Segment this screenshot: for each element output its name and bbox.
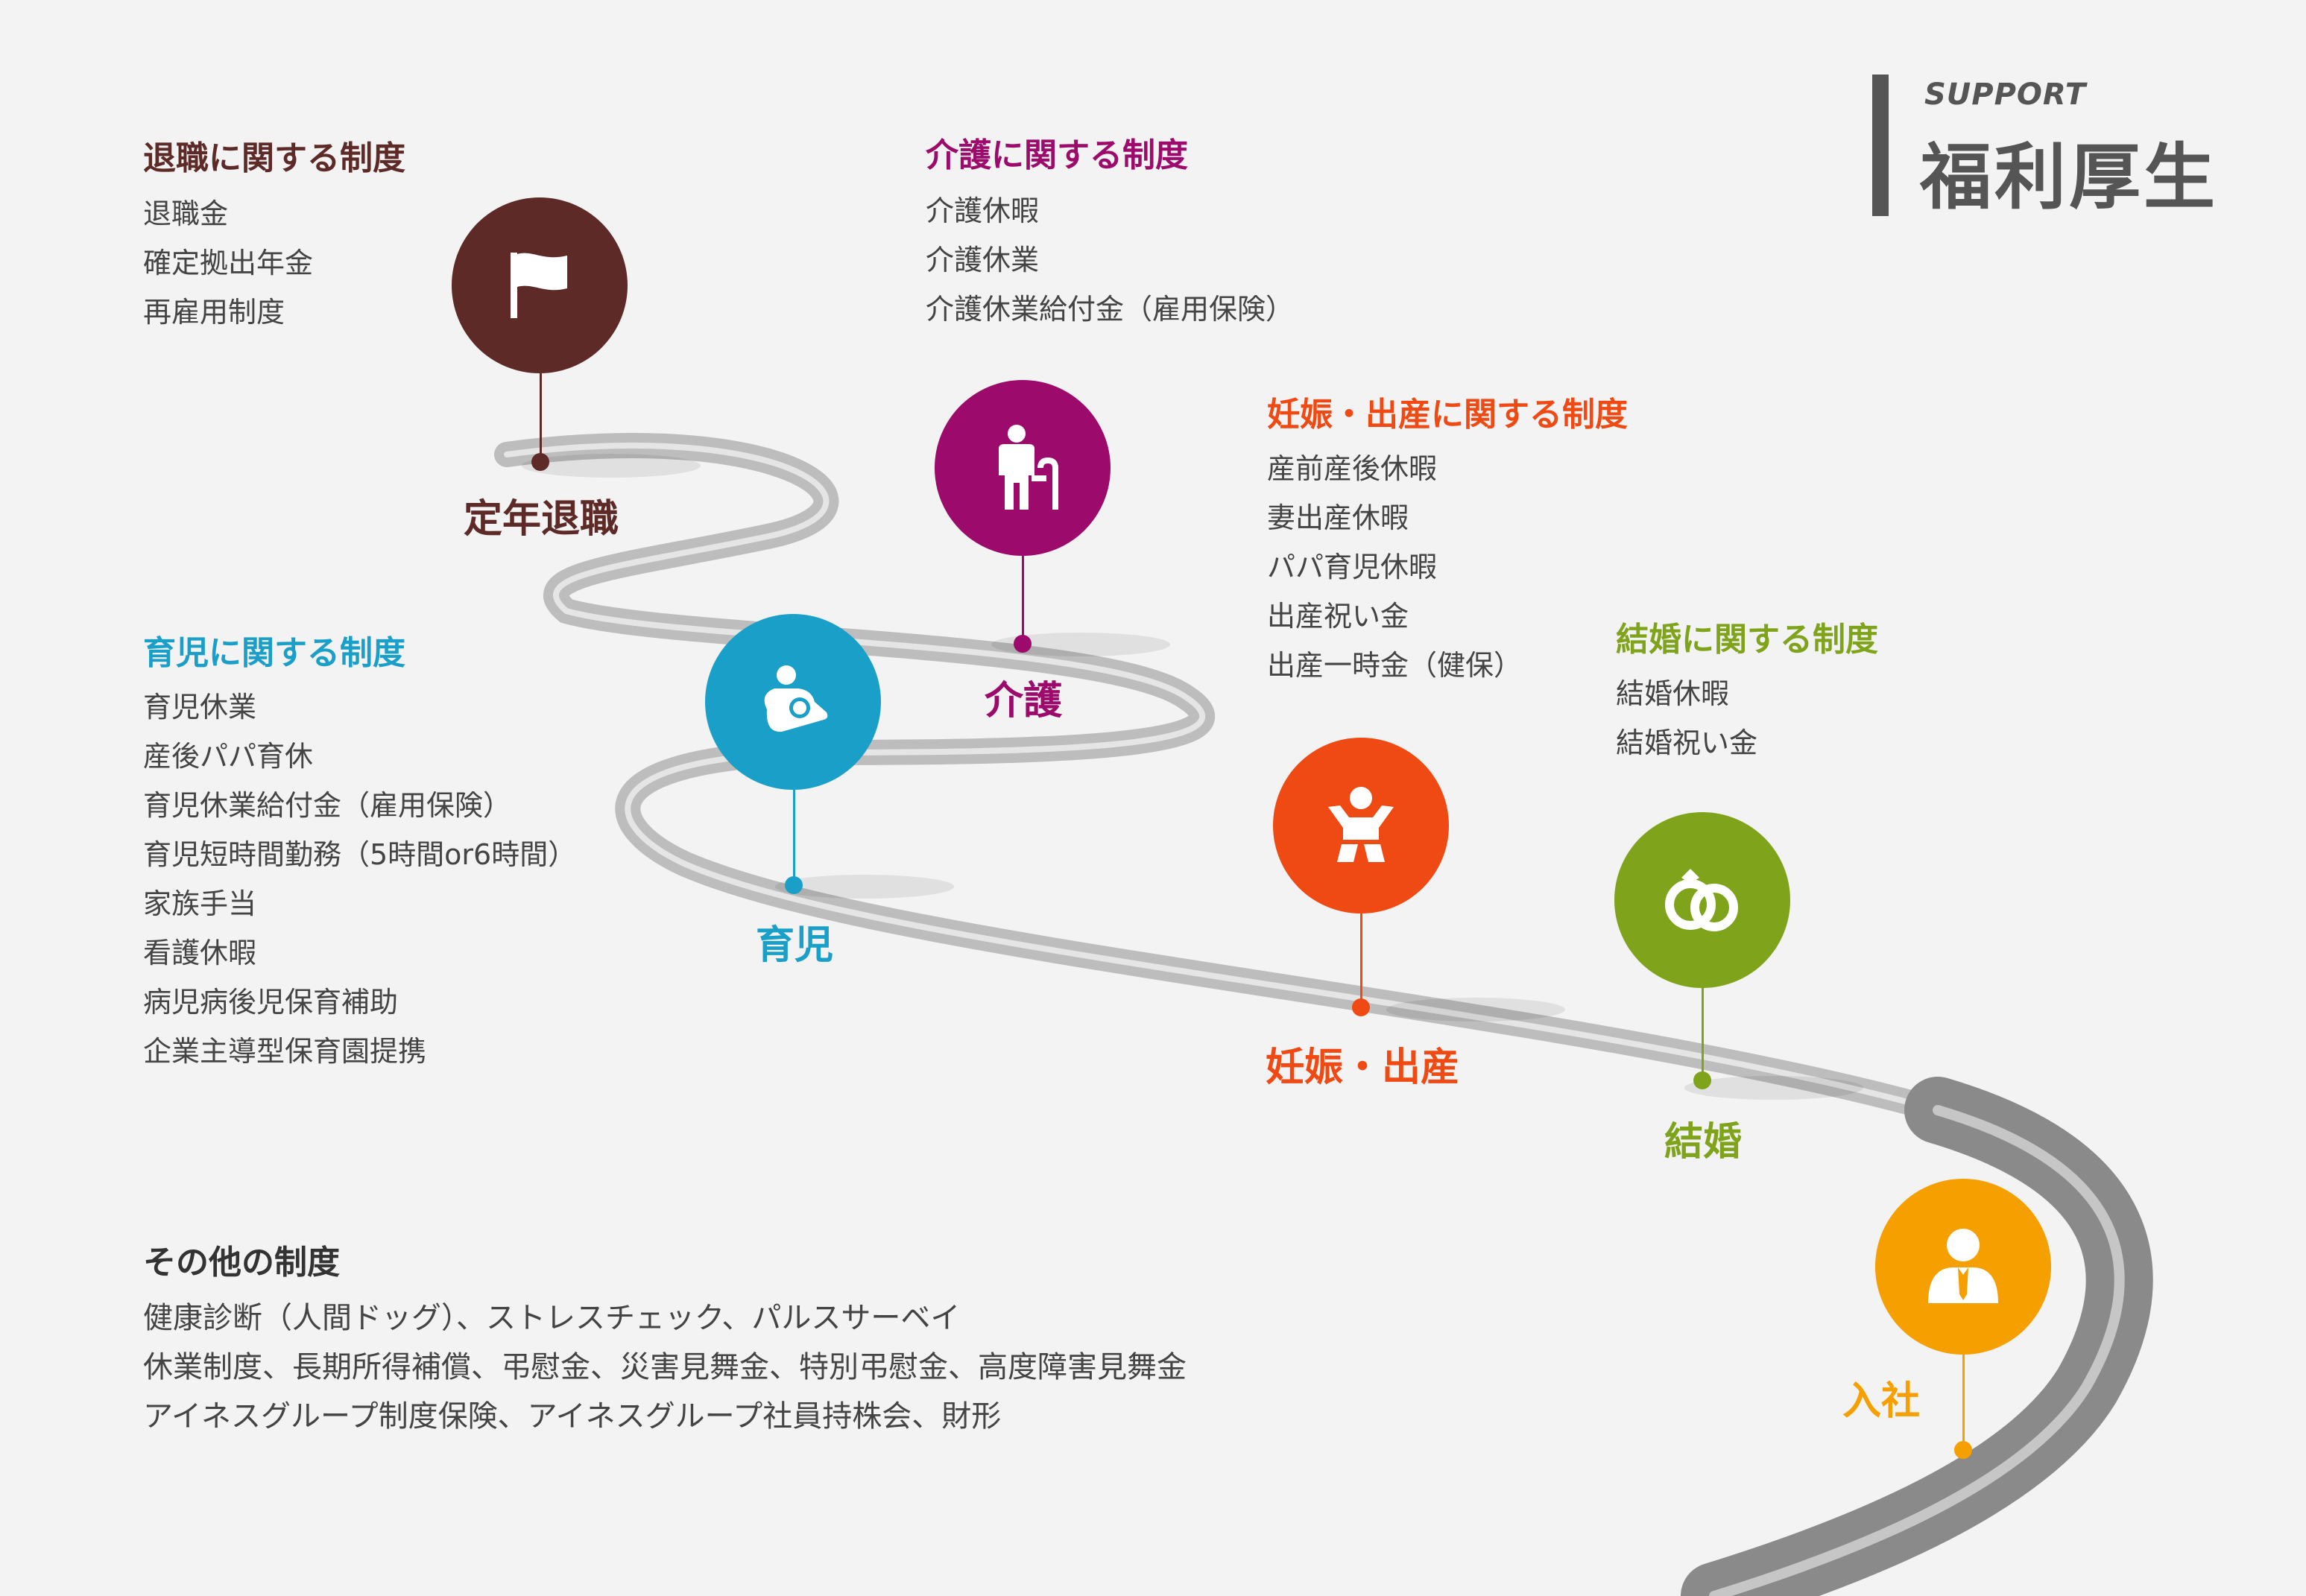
child-section-title: 育児に関する制度 [143, 634, 405, 672]
list-item: 産後パパ育休 [143, 740, 314, 773]
stage-label-child: 育児 [755, 923, 834, 968]
join-pin-dot [1954, 1441, 1972, 1459]
list-item: アイネスグループ制度保険、アイネスグループ社員持株会、財形 [143, 1399, 1002, 1434]
list-item: 育児休業給付金（雇用保険） [143, 789, 512, 822]
birth-pin-dot [1352, 998, 1370, 1016]
retire-pin [452, 197, 628, 373]
list-item: 結婚祝い金 [1616, 726, 1758, 759]
list-item: 出産祝い金 [1267, 600, 1409, 633]
flag-icon [506, 248, 573, 323]
list-item: 介護休業給付金（雇用保険） [926, 293, 1295, 326]
list-item: 育児休業 [143, 691, 257, 723]
stage-label-birth: 妊娠・出産 [1265, 1045, 1460, 1090]
child-pin [705, 614, 881, 790]
care-pin [935, 380, 1111, 556]
list-item: 確定拠出年金 [143, 247, 314, 279]
care-section-list: 介護休暇 介護休業 介護休業給付金（雇用保険） [926, 186, 1294, 334]
retire-section-list: 退職金 確定拠出年金 再雇用制度 [143, 189, 313, 337]
list-item: 休業制度、長期所得補償、弔慰金、災害見舞金、特別弔慰金、高度障害見舞金 [143, 1350, 1187, 1384]
birth-section-title: 妊娠・出産に関する制度 [1267, 396, 1628, 434]
list-item: 育児短時間勤務（5時間or6時間） [143, 838, 577, 871]
stage-label-marriage: 結婚 [1664, 1120, 1743, 1165]
marriage-section-list: 結婚休暇 結婚祝い金 [1616, 669, 1757, 767]
parent-baby-icon [752, 665, 834, 739]
join-pin [1875, 1179, 2051, 1355]
header-accent-bar [1872, 75, 1889, 216]
list-item: 病児病後児保育補助 [143, 986, 399, 1019]
list-item: 企業主導型保育園提携 [143, 1035, 427, 1068]
birth-pin [1273, 738, 1449, 913]
page-title: 福利厚生 [1920, 136, 2218, 219]
list-item: 結婚休暇 [1616, 677, 1730, 710]
rings-icon [1658, 864, 1747, 936]
marriage-pin-line [1702, 988, 1704, 1077]
list-item: 健康診断（人間ドッグ）、ストレスチェック、パルスサーベイ [143, 1301, 961, 1335]
birth-section-list: 産前産後休暇 妻出産休暇 パパ育児休暇 出産祝い金 出産一時金（健保） [1267, 444, 1522, 690]
stage-label-join: 入社 [1842, 1379, 1921, 1424]
list-item: 看護休暇 [143, 937, 257, 969]
child-pin-dot [785, 876, 803, 894]
list-item: 介護休業 [926, 244, 1040, 276]
baby-icon [1324, 785, 1398, 867]
retire-pin-line [540, 373, 542, 460]
other-section-title: その他の制度 [143, 1244, 340, 1282]
retire-section-title: 退職に関する制度 [143, 139, 405, 177]
list-item: 妻出産休暇 [1267, 501, 1409, 534]
list-item: 退職金 [143, 197, 229, 230]
birth-pin-line [1360, 913, 1362, 1004]
stage-label-retire: 定年退職 [463, 497, 619, 542]
other-section-list: 健康診断（人間ドッグ）、ストレスチェック、パルスサーベイ 休業制度、長期所得補償… [143, 1293, 1187, 1441]
marriage-pin-dot [1693, 1071, 1711, 1089]
care-section-title: 介護に関する制度 [926, 136, 1188, 174]
child-section-list: 育児休業 産後パパ育休 育児休業給付金（雇用保険） 育児短時間勤務（5時間or6… [143, 683, 576, 1076]
care-pin-dot [1014, 635, 1032, 653]
join-pin-line [1962, 1355, 1965, 1451]
list-item: パパ育児休暇 [1267, 551, 1438, 583]
marriage-section-title: 結婚に関する制度 [1616, 621, 1878, 659]
marriage-pin [1614, 812, 1790, 988]
stage-label-care: 介護 [984, 679, 1063, 723]
list-item: 家族手当 [143, 887, 257, 920]
list-item: 再雇用制度 [143, 296, 285, 329]
list-item: 介護休暇 [926, 194, 1040, 227]
retire-pin-dot [531, 453, 549, 471]
businessman-icon [1922, 1226, 2004, 1308]
care-pin-line [1022, 556, 1024, 642]
list-item: 出産一時金（健保） [1267, 649, 1523, 682]
elderly-cane-icon [987, 423, 1058, 513]
child-pin-line [793, 790, 795, 882]
list-item: 産前産後休暇 [1267, 452, 1438, 485]
header-subtitle: SUPPORT [1924, 77, 2087, 112]
